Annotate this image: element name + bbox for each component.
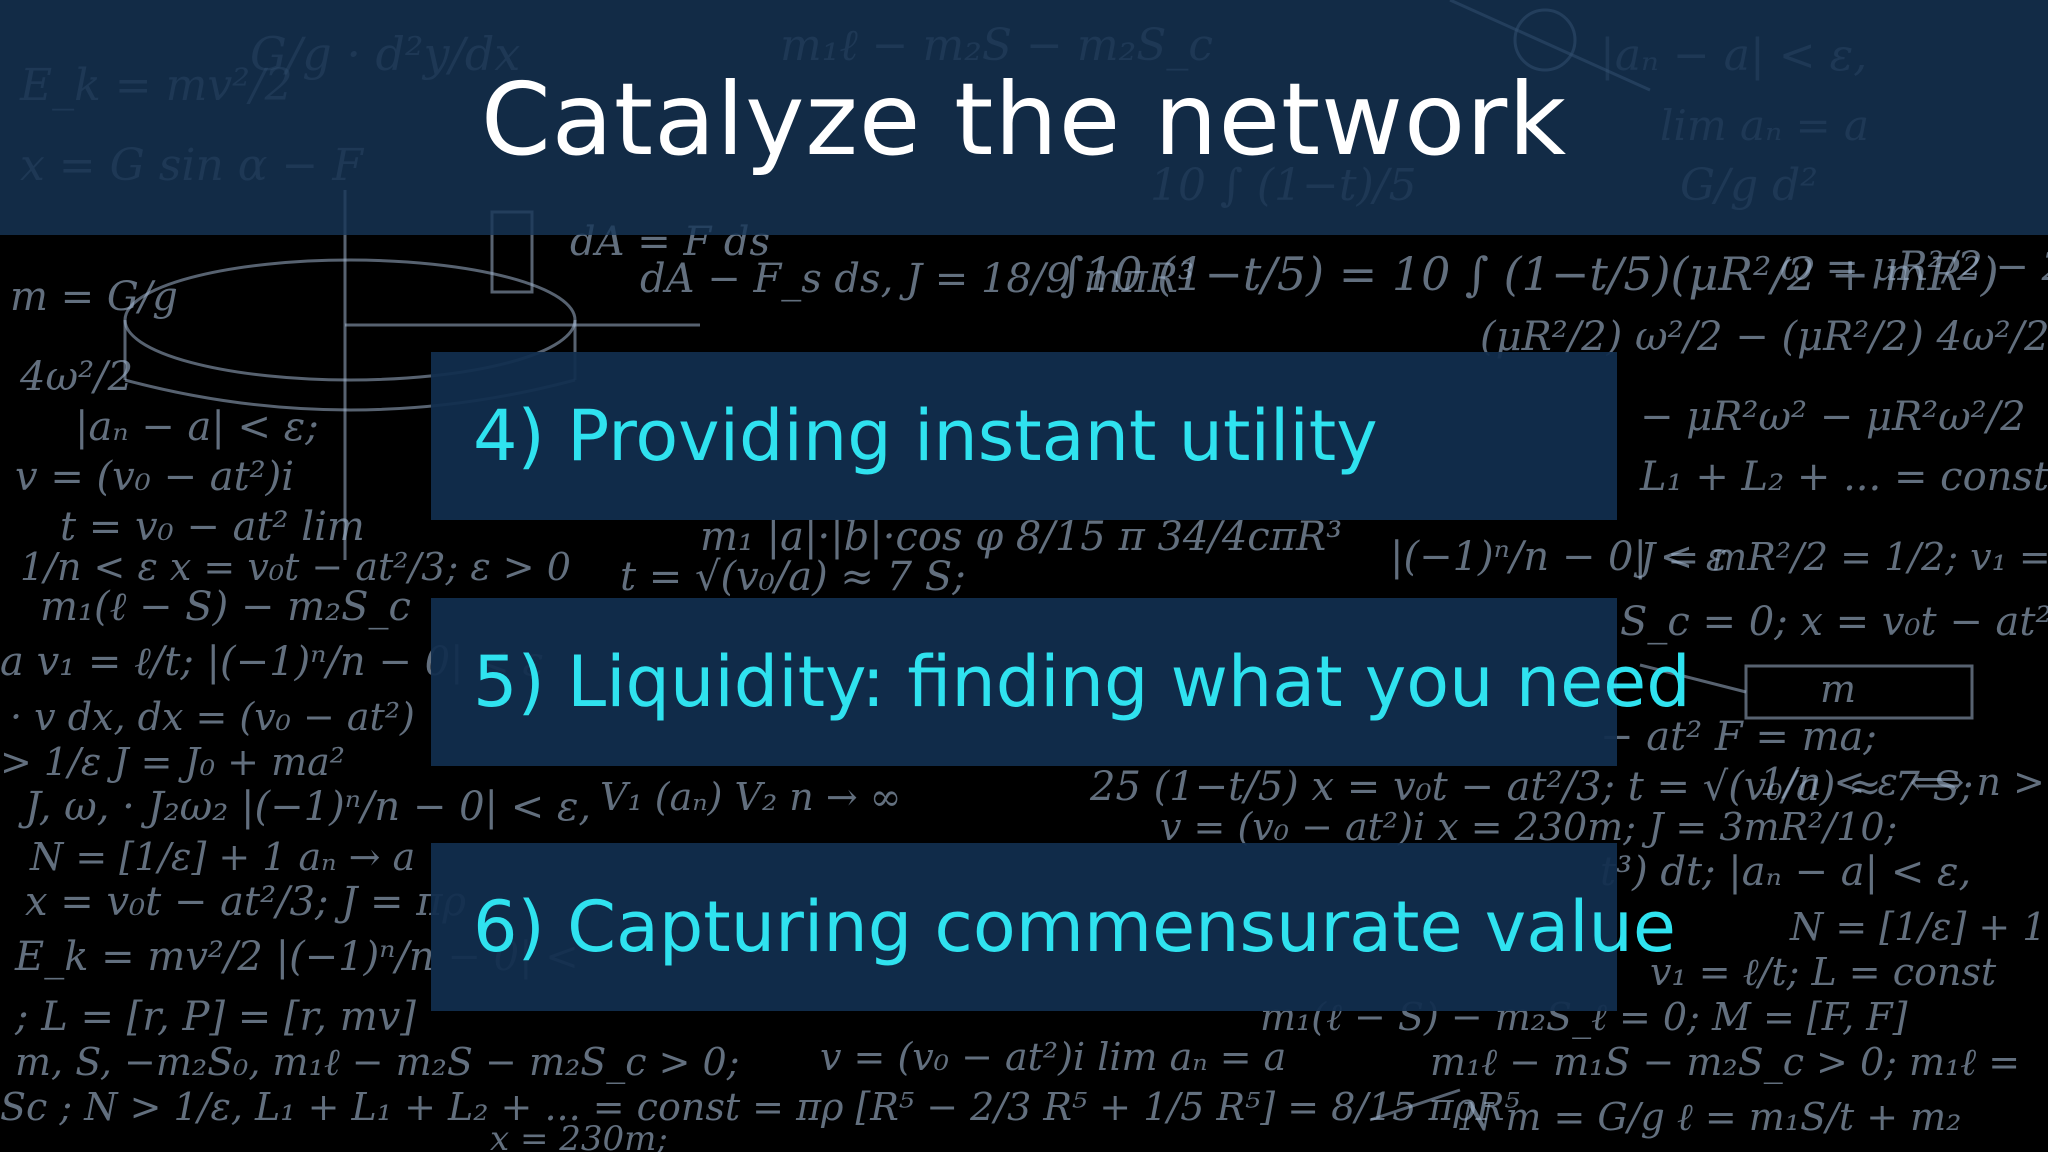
svg-text:; L = [r, P] = [r, mv]: ; L = [r, P] = [r, mv]	[14, 994, 416, 1040]
svg-text:Sc ; N > 1/ε, L₁ + L₁ + L₂ +: Sc ; N > 1/ε, L₁ + L₁ + L₂ + ... = const…	[0, 1085, 1520, 1129]
svg-text:V₁ (aₙ) V₂ n → ∞: V₁ (aₙ) V₂ n → ∞	[600, 775, 901, 819]
svg-text:t = v₀ − at² lim: t = v₀ − at² lim	[60, 504, 365, 550]
svg-text:v = (v₀ − at²)i lim aₙ = a: v = (v₀ − at²)i lim aₙ = a	[820, 1035, 1286, 1079]
svg-text:25 (1−t/5) x = v₀t − at²/3; t: 25 (1−t/5) x = v₀t − at²/3; t = √(v₀/a) …	[1089, 764, 1973, 810]
svg-text:> 1/ε J = J₀ + ma²: > 1/ε J = J₀ + ma²	[0, 740, 345, 784]
svg-text:J, ω, · J₂ω₂ |(−1)ⁿ/n − 0| < ε: J, ω, · J₂ω₂ |(−1)ⁿ/n − 0| < ε,	[18, 784, 591, 830]
svg-text:dA − F_s ds, J = 18/9 mπR³: dA − F_s ds, J = 18/9 mπR³	[640, 256, 1194, 302]
svg-text:− at² F = ma;: − at² F = ma;	[1600, 714, 1877, 760]
svg-text:4ω²/2: 4ω²/2	[19, 354, 133, 400]
svg-text:S_c = 0; x = v₀t − at²/3;: S_c = 0; x = v₀t − at²/3;	[1620, 599, 2048, 645]
svg-text:ω = μR²/2 − 2ω: ω = μR²/2 − 2ω	[1780, 244, 2048, 290]
svg-text:− μR²ω² − μR²ω²/2: − μR²ω² − μR²ω²/2	[1640, 394, 2026, 440]
list-item-box-utility: 4) Providing instant utility	[431, 352, 1617, 520]
title-band	[0, 0, 2048, 235]
svg-text:m₁(ℓ − S) − m₂S_c: m₁(ℓ − S) − m₂S_c	[40, 584, 411, 630]
svg-text:v = (v₀ − at²)i: v = (v₀ − at²)i	[15, 454, 294, 500]
list-item-label: 5) Liquidity: finding what you need	[473, 641, 1691, 723]
list-item-box-liquidity: 5) Liquidity: finding what you need	[431, 598, 1691, 766]
svg-text:1/n < ε ⟺ n > ε > 0: 1/n < ε ⟺ n > ε > 0	[1760, 760, 2048, 804]
svg-text:N = [1/ε] + 1 aₙ → a: N = [1/ε] + 1 aₙ → a	[29, 835, 415, 879]
list-item-box-value: 6) Capturing commensurate value	[431, 843, 1676, 1011]
svg-text:m = G/g: m = G/g	[10, 274, 178, 320]
svg-text:N m = G/g ℓ = m₁S/t + m₂: N m = G/g ℓ = m₁S/t + m₂	[1459, 1095, 1961, 1139]
list-item-label: 6) Capturing commensurate value	[473, 886, 1676, 968]
svg-text:t = √(v₀/a) ≈ 7 S;: t = √(v₀/a) ≈ 7 S;	[620, 554, 966, 600]
svg-text:x = v₀t − at²/3; J = πρ: x = v₀t − at²/3; J = πρ	[25, 879, 467, 925]
list-item-label: 4) Providing instant utility	[473, 395, 1378, 477]
svg-text:v = (v₀ − at²)i x = 230m; J: v = (v₀ − at²)i x = 230m; J = 3mR²/10;	[1160, 805, 1897, 849]
svg-text:m₁ |a|·|b|·cos φ 8/15 π 34/: m₁ |a|·|b|·cos φ 8/15 π 34/4cπR³	[700, 514, 1342, 560]
svg-text:N = [1/ε] + 1: N = [1/ε] + 1	[1789, 905, 2046, 949]
svg-text:m₁ℓ − m₁S − m₂S_c > 0; m₁ℓ =: m₁ℓ − m₁S − m₂S_c > 0; m₁ℓ =	[1430, 1040, 2020, 1085]
svg-text:· v dx, dx = (v₀ − at²): · v dx, dx = (v₀ − at²)	[10, 695, 415, 739]
svg-text:m: m	[1820, 667, 1856, 711]
svg-text:L₁ + L₂ + ... = const: L₁ + L₂ + ... = const	[1639, 454, 2048, 500]
svg-text:|(−1)ⁿ/n − 0| < ε: |(−1)ⁿ/n − 0| < ε	[1390, 534, 1727, 580]
svg-text:∫10 (1−t/5) = 10 ∫ (1−t/5)(μR²: ∫10 (1−t/5) = 10 ∫ (1−t/5)(μR²/2 + mR²)	[1060, 247, 1999, 301]
svg-text:m, S, −m₂S₀, m₁ℓ − m₂S − m₂S_c: m, S, −m₂S₀, m₁ℓ − m₂S − m₂S_c > 0;	[15, 1040, 740, 1085]
svg-text:x = 230m;: x = 230m;	[490, 1119, 668, 1152]
svg-text:v₁ = ℓ/t; L = const: v₁ = ℓ/t; L = const	[1650, 950, 1997, 994]
svg-text:t³) dt; |aₙ − a| < ε,: t³) dt; |aₙ − a| < ε,	[1600, 849, 1971, 895]
svg-text:1/n < ε x = v₀t − at²/3; ε >: 1/n < ε x = v₀t − at²/3; ε > 0	[20, 545, 571, 589]
svg-text:|aₙ − a| < ε;: |aₙ − a| < ε;	[75, 404, 319, 450]
slide-title: Catalyze the network	[480, 61, 1568, 178]
svg-text:J = mR²/2 = 1/2; v₁ = ℓ/t: J = mR²/2 = 1/2; v₁ = ℓ/t	[1633, 535, 2048, 579]
